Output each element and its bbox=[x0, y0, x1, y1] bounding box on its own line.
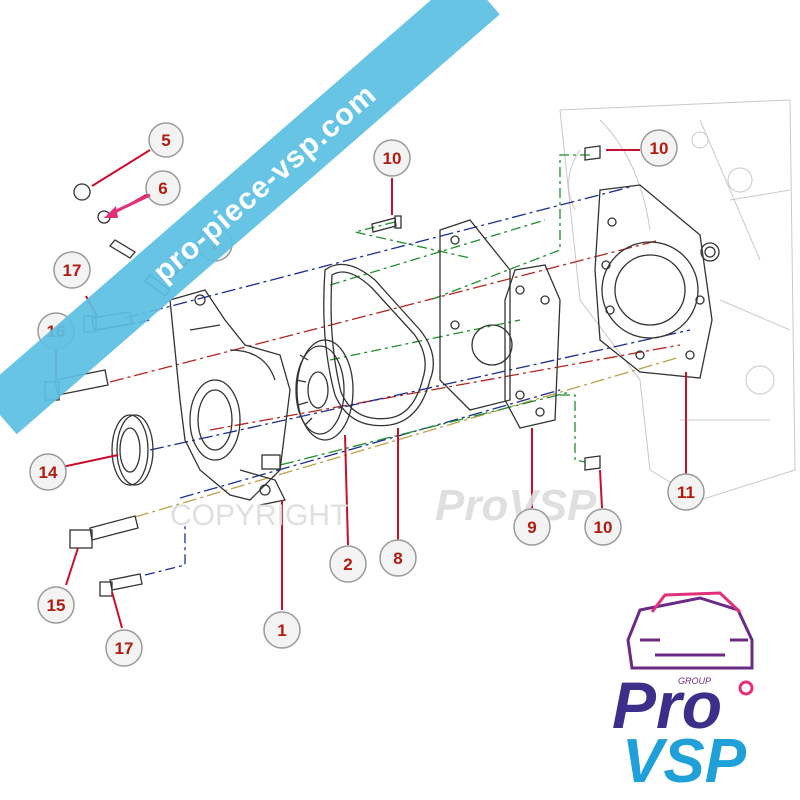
callout-10-top[interactable]: 10 bbox=[373, 139, 411, 177]
callout-9-label: 9 bbox=[527, 518, 536, 537]
part-11-gasket bbox=[594, 184, 720, 379]
assembly-lines bbox=[97, 154, 691, 576]
callout-17-top-label: 17 bbox=[63, 261, 82, 280]
logo-group-text: GROUP bbox=[678, 676, 711, 686]
part-15-bolt bbox=[69, 515, 139, 549]
part-10-bolt-top bbox=[371, 215, 402, 233]
callout-1-label: 1 bbox=[277, 621, 286, 640]
callout-2-label: 2 bbox=[343, 555, 352, 574]
part-17-bolt-bottom bbox=[99, 573, 143, 597]
callout-5-label: 5 bbox=[161, 131, 170, 150]
part-10-bolt-right bbox=[584, 145, 601, 161]
callout-10-bottom-label: 10 bbox=[594, 518, 613, 537]
callout-2[interactable]: 2 bbox=[329, 545, 367, 583]
part-8-seal bbox=[323, 263, 434, 427]
callout-17-top[interactable]: 17 bbox=[53, 251, 91, 289]
part-cover-plate bbox=[439, 219, 513, 411]
callout-9[interactable]: 9 bbox=[513, 508, 551, 546]
part-9-plate bbox=[504, 264, 561, 429]
callout-1[interactable]: 1 bbox=[263, 611, 301, 649]
copyright-watermark: COPYRIGHT ProVSP bbox=[170, 481, 597, 532]
logo-vsp-text: VSP bbox=[622, 727, 747, 796]
logo-accent-icon bbox=[738, 680, 754, 696]
callout-14[interactable]: 14 bbox=[29, 453, 67, 491]
callout-6-label: 6 bbox=[158, 179, 167, 198]
provsp-logo: GROUP Pro VSP bbox=[612, 591, 754, 796]
callout-arrows bbox=[55, 149, 687, 629]
callout-11[interactable]: 11 bbox=[667, 473, 705, 511]
callout-17-bottom[interactable]: 17 bbox=[105, 629, 143, 667]
callout-5[interactable]: 5 bbox=[148, 122, 184, 158]
callout-8-label: 8 bbox=[393, 549, 402, 568]
callout-15-label: 15 bbox=[47, 596, 66, 615]
callout-14-label: 14 bbox=[39, 463, 58, 482]
highlight-arrowhead bbox=[104, 206, 118, 218]
callout-8[interactable]: 8 bbox=[379, 539, 417, 577]
part-10-bolt-bottom bbox=[584, 455, 601, 471]
engine-block-outline bbox=[559, 99, 796, 501]
callout-10-right-label: 10 bbox=[650, 139, 669, 158]
part-14-oil-seal bbox=[111, 414, 154, 486]
callout-17-bottom-label: 17 bbox=[115, 639, 134, 658]
car-outline-icon bbox=[626, 591, 754, 670]
callout-10-top-label: 10 bbox=[383, 149, 402, 168]
part-2-rotor bbox=[295, 339, 354, 441]
callout-10-bottom[interactable]: 10 bbox=[584, 508, 622, 546]
callout-10-right[interactable]: 10 bbox=[640, 129, 678, 167]
callout-15[interactable]: 15 bbox=[37, 586, 75, 624]
callout-6[interactable]: 6 bbox=[145, 170, 181, 206]
part-1-pump-body bbox=[169, 289, 291, 506]
callout-11-label: 11 bbox=[677, 483, 695, 502]
logo-pro-text: Pro bbox=[612, 668, 722, 742]
ribbon-url: pro-piece-vsp.com bbox=[147, 78, 383, 289]
copyright-text: COPYRIGHT bbox=[170, 499, 348, 532]
